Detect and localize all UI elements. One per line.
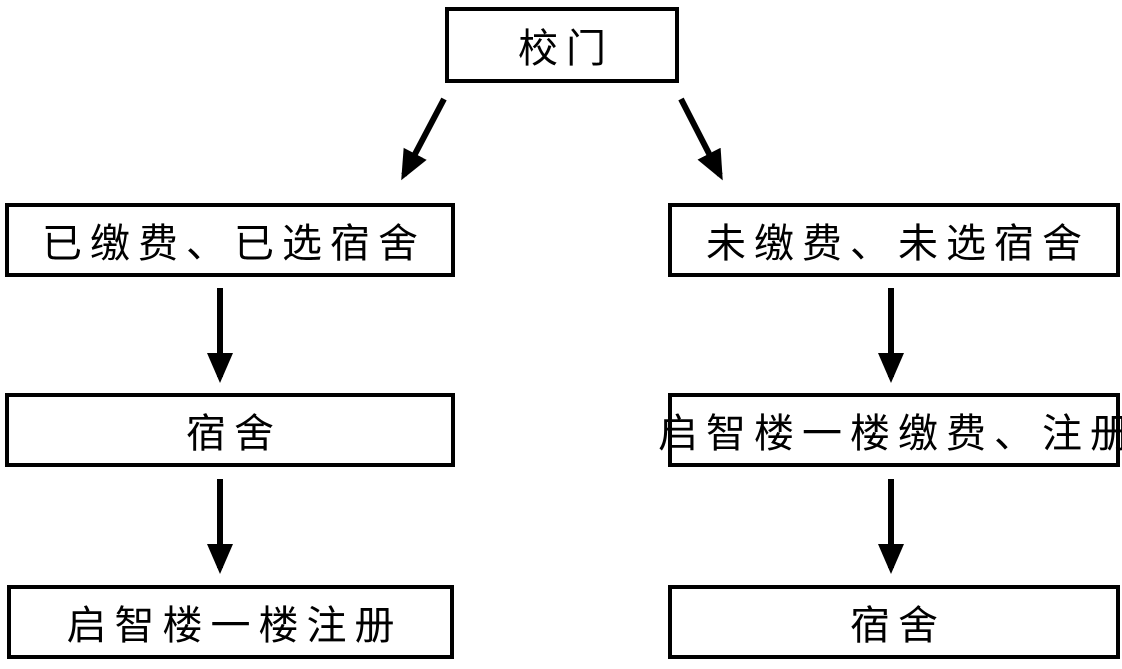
node-unpaid-unselected-label: 未缴费、未选宿舍: [706, 221, 1090, 266]
node-dorm-left: 宿舍: [5, 393, 455, 467]
node-dorm-right-label: 宿舍: [850, 603, 946, 648]
node-paid-selected: 已缴费、已选宿舍: [5, 203, 455, 277]
node-unpaid-unselected: 未缴费、未选宿舍: [668, 203, 1120, 277]
node-school-gate: 校门: [445, 7, 679, 83]
node-paid-selected-label: 已缴费、已选宿舍: [42, 221, 426, 266]
node-pay-register: 启智楼一楼缴费、注册: [658, 393, 1122, 467]
node-pay-register-label: 启智楼一楼缴费、注册: [658, 411, 1122, 456]
node-dorm-left-label: 宿舍: [186, 411, 282, 456]
node-register-left: 启智楼一楼注册: [7, 585, 454, 659]
node-register-left-label: 启智楼一楼注册: [66, 603, 403, 648]
node-dorm-right: 宿舍: [668, 585, 1120, 659]
node-school-gate-label: 校门: [518, 26, 614, 71]
arrow-gate-to-paid: [401, 97, 447, 181]
arrow-gate-to-unpaid: [678, 97, 723, 181]
